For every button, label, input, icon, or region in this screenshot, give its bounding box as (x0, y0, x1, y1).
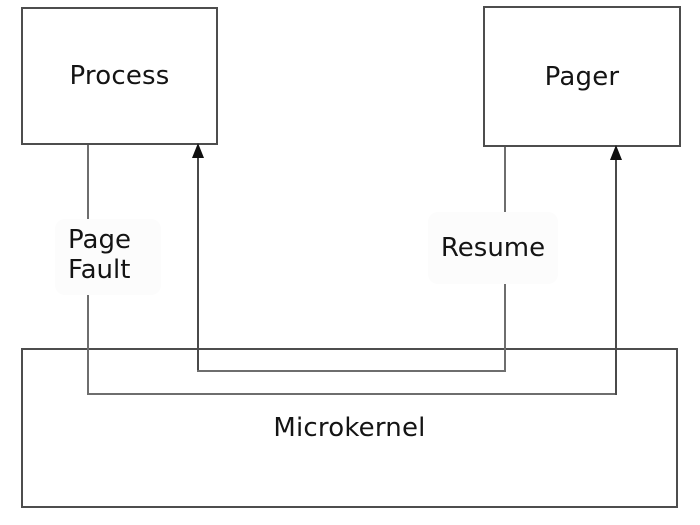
edge-page-fault-line-across (87, 393, 617, 395)
page-fault-arrowhead-up-icon (610, 145, 622, 160)
node-microkernel: Microkernel (21, 348, 678, 508)
resume-arrowhead-up-icon (192, 143, 204, 158)
edge-label-resume-text: Resume (440, 233, 546, 263)
node-microkernel-label: Microkernel (273, 413, 426, 443)
node-pager: Pager (483, 6, 681, 147)
edge-label-page-fault: Page Fault (55, 219, 161, 295)
edge-page-fault-line-up (615, 159, 617, 395)
edge-resume-line-across (197, 370, 506, 372)
edge-label-resume: Resume (428, 212, 558, 284)
edge-label-page-fault-line2: Fault (68, 255, 131, 285)
edge-label-page-fault-line1: Page (68, 225, 131, 255)
node-pager-label: Pager (544, 61, 620, 92)
edge-resume-line-up (197, 157, 199, 370)
node-process: Process (21, 7, 218, 145)
node-process-label: Process (69, 61, 170, 91)
